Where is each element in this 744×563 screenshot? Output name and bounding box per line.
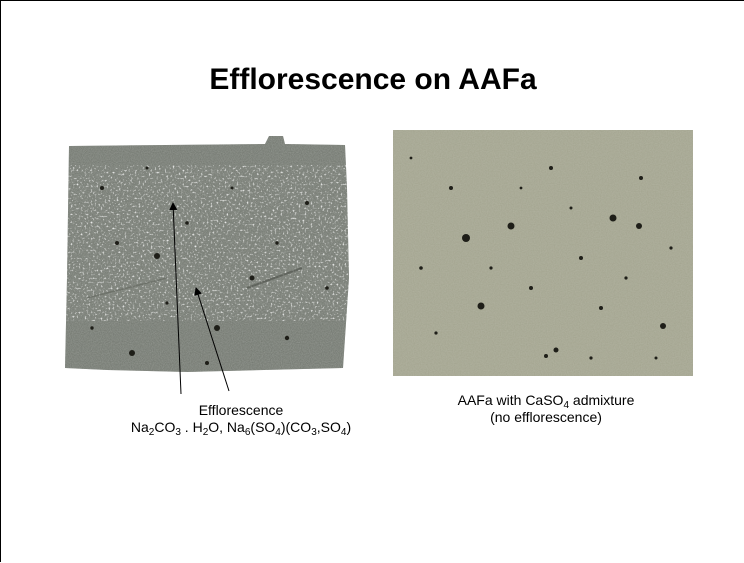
sample-photo-efflorescence [47,128,359,378]
sample-photo-caso4 [391,128,695,378]
slide-title: Efflorescence on AAFa [209,63,537,96]
caption-efflorescence: Efflorescence Na2CO3 . H2O, Na6(SO4)(CO3… [111,402,371,438]
caption-caso4-line1: AAFa with CaSO4 admixture [457,392,635,411]
caption-efflorescence-label: Efflorescence [198,402,284,418]
caption-caso4: AAFa with CaSO4 admixture (no effloresce… [421,392,671,426]
caption-caso4-line2: (no efflorescence) [490,409,602,425]
caption-efflorescence-formula: Na2CO3 . H2O, Na6(SO4)(CO3,SO4) [130,419,352,438]
